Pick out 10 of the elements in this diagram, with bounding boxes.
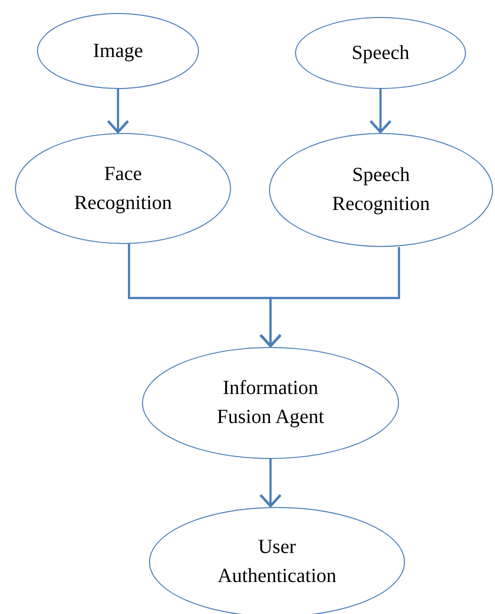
arrow bbox=[106, 89, 130, 134]
node-label: User Authentication bbox=[216, 535, 338, 589]
arrow bbox=[369, 89, 392, 134]
arrow bbox=[259, 459, 282, 508]
node-label: Information Fusion Agent bbox=[216, 376, 326, 430]
node-label: Face Recognition bbox=[73, 162, 173, 216]
node-label: Speech bbox=[352, 40, 410, 66]
node-label: Image bbox=[93, 38, 143, 64]
node-label: Speech Recognition bbox=[331, 163, 431, 217]
arrow bbox=[259, 247, 400, 348]
